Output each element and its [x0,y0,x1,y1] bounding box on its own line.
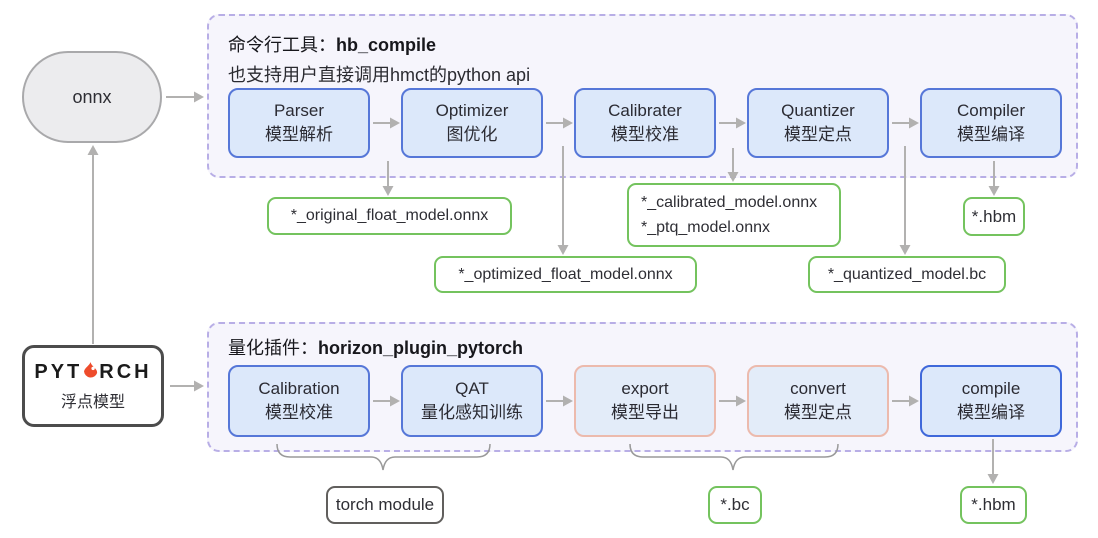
node-convert-zh: 模型定点 [784,403,852,422]
hb-compile-subtitle: 也支持用户直接调用hmct的python api [228,65,531,85]
pytorch-logo: PYT RCH [34,360,151,384]
node-quantizer: Quantizer 模型定点 [747,88,889,158]
hb-title-code: hb_compile [336,35,437,55]
hb-compile-title: 命令行工具：hb_compile [228,31,436,57]
node-calibration-en: Calibration [258,379,340,398]
node-parser-en: Parser [273,101,325,120]
output-hbm-top: *.hbm [963,197,1025,236]
output-torch-module: torch module [326,486,444,524]
node-calibrater-zh: 模型校准 [611,125,679,144]
onnx-node: onnx [22,51,162,143]
output-hbm-bottom: *.hbm [960,486,1027,524]
node-compiler: Compiler 模型编译 [920,88,1062,158]
output-bc: *.bc [708,486,762,524]
plugin-title-label: 量化插件： [228,338,318,358]
node-export: export 模型导出 [574,365,716,437]
pytorch-subtitle: 浮点模型 [60,394,125,411]
node-calibration-zh: 模型校准 [265,403,333,422]
node-optimizer: Optimizer 图优化 [401,88,543,158]
node-compiler-zh: 模型编译 [957,125,1025,144]
node-parser: Parser 模型解析 [228,88,370,158]
node-quantizer-zh: 模型定点 [784,125,852,144]
node-qat-en: QAT [455,379,489,398]
output-original-float-model: *_original_float_model.onnx [267,197,512,235]
output-quantized-model-bc: *_quantized_model.bc [808,256,1006,293]
node-qat-zh: 量化感知训练 [421,403,523,422]
node-export-en: export [621,379,669,398]
node-export-zh: 模型导出 [611,403,679,422]
node-compile-en: compile [961,379,1021,398]
onnx-label: onnx [72,86,112,107]
output-optimized-float-model: *_optimized_float_model.onnx [434,256,697,293]
plugin-title-code: horizon_plugin_pytorch [318,338,523,358]
pytorch-logo-left: PYT [34,361,83,383]
pytorch-logo-right: RCH [99,361,152,383]
pytorch-flame-icon [83,361,98,381]
node-calibrater: Calibrater 模型校准 [574,88,716,158]
node-parser-zh: 模型解析 [265,125,333,144]
node-compiler-en: Compiler [956,101,1026,120]
node-convert: convert 模型定点 [747,365,889,437]
node-compile-zh: 模型编译 [957,403,1025,422]
node-calibrater-en: Calibrater [608,101,682,120]
node-calibration: Calibration 模型校准 [228,365,370,437]
hb-title-label: 命令行工具： [228,35,336,55]
output-calibrated-line1: *_calibrated_model.onnx [641,194,818,211]
node-convert-en: convert [790,379,846,398]
node-optimizer-zh: 图优化 [446,125,498,144]
node-compile: compile 模型编译 [920,365,1062,437]
output-calibrated-ptq-model: *_calibrated_model.onnx *_ptq_model.onnx [627,183,841,247]
plugin-title: 量化插件：horizon_plugin_pytorch [228,334,523,360]
node-qat: QAT 量化感知训练 [401,365,543,437]
node-optimizer-en: Optimizer [435,101,509,120]
pytorch-node: PYT RCH 浮点模型 [22,345,164,427]
node-quantizer-en: Quantizer [781,101,855,120]
output-calibrated-line2: *_ptq_model.onnx [641,219,770,236]
